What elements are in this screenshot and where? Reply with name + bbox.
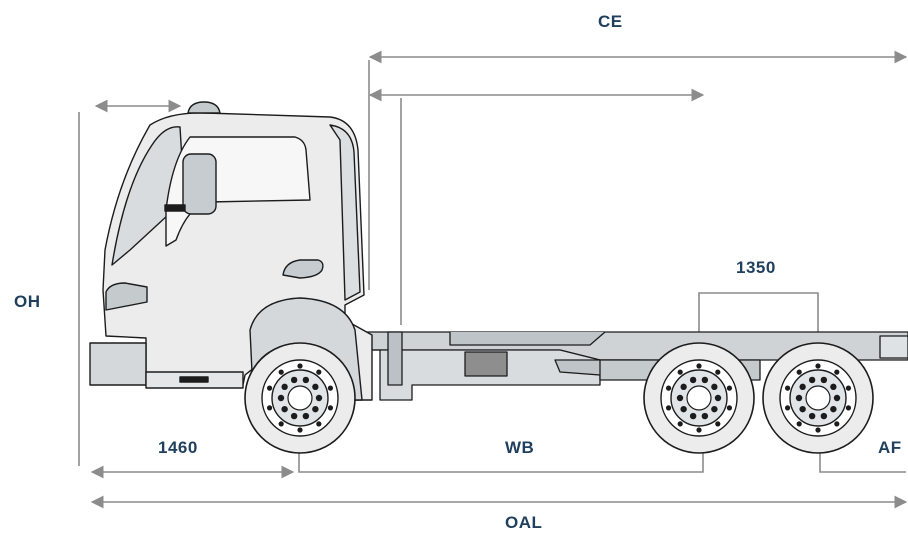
oh-label: OH xyxy=(14,292,41,311)
lug-nut xyxy=(808,376,816,384)
lug-nut xyxy=(711,405,718,413)
rim-bolt xyxy=(327,385,334,391)
front-wheel xyxy=(244,342,356,454)
lug-nut xyxy=(701,376,709,384)
lug-nut xyxy=(799,405,806,413)
rim-bolt xyxy=(715,421,721,427)
lug-nut xyxy=(680,405,687,413)
lug-nut xyxy=(302,376,310,384)
lug-nut xyxy=(312,383,319,391)
wb-dimension-bracket xyxy=(298,420,704,473)
rear-wheel-forward xyxy=(643,342,755,454)
lug-nut xyxy=(315,394,323,402)
rim-bolt xyxy=(815,363,821,369)
rim-bolt xyxy=(696,427,702,433)
rim-bolt xyxy=(784,405,791,411)
lug-nut xyxy=(676,394,684,402)
lug-nut xyxy=(830,405,837,413)
lug-nut xyxy=(281,383,288,391)
lug-nut xyxy=(711,383,718,391)
rim-bolt xyxy=(845,405,852,411)
lug-nut xyxy=(302,412,310,420)
windshield xyxy=(111,126,183,266)
rim-bolt xyxy=(696,363,702,369)
rim-bolt xyxy=(834,369,840,375)
lug-nut xyxy=(281,405,288,413)
wheel-lug-nuts xyxy=(784,363,852,433)
rim-bolt xyxy=(726,385,733,391)
headlight xyxy=(105,282,148,311)
frame-bracket xyxy=(387,331,403,386)
rear-frame-end xyxy=(879,335,908,359)
hub-cap xyxy=(287,385,313,411)
lug-nut xyxy=(290,376,298,384)
lug-nut xyxy=(820,412,828,420)
rim-bolt xyxy=(784,385,791,391)
wheel-lug-nuts xyxy=(266,363,334,433)
ce-label: CE xyxy=(598,12,623,31)
rim-bolt xyxy=(665,405,672,411)
lug-nut xyxy=(701,412,709,420)
rim-bolt xyxy=(297,427,303,433)
rim-bolt xyxy=(677,421,683,427)
mirror-arm xyxy=(164,204,186,212)
rim-bolt xyxy=(796,421,802,427)
side-mirror xyxy=(182,153,217,215)
lug-nut xyxy=(820,376,828,384)
rim-bolt xyxy=(815,427,821,433)
rim-bolt xyxy=(316,369,322,375)
rim-bolt xyxy=(726,405,733,411)
step-slot xyxy=(179,376,209,383)
lug-nut xyxy=(689,412,697,420)
rim-bolt xyxy=(266,405,273,411)
door-handle xyxy=(282,259,324,279)
lug-nut xyxy=(808,412,816,420)
front-overhang-label: 1460 xyxy=(158,438,198,457)
lug-nut xyxy=(799,383,806,391)
lug-nut xyxy=(312,405,319,413)
chassis-frame xyxy=(349,331,908,401)
rim-bolt xyxy=(327,405,334,411)
rim-bolt xyxy=(665,385,672,391)
axle-spacing-bracket xyxy=(698,292,819,360)
wheel-lug-nuts xyxy=(665,363,733,433)
rear-wheel-aft xyxy=(762,342,874,454)
lug-nut xyxy=(795,394,803,402)
roof-marker-lamp xyxy=(187,101,221,114)
rim-bolt xyxy=(796,369,802,375)
lug-nut xyxy=(277,394,285,402)
rim-bolt xyxy=(278,421,284,427)
lug-nut xyxy=(680,383,687,391)
rim-bolt xyxy=(278,369,284,375)
oal-label: OAL xyxy=(505,513,543,532)
af-label: AF xyxy=(878,438,902,457)
frame-rail-top-detail xyxy=(449,331,606,346)
wheel-spacing-label: 1350 xyxy=(736,258,776,277)
lug-nut xyxy=(714,394,722,402)
rim-bolt xyxy=(845,385,852,391)
rim-bolt xyxy=(316,421,322,427)
lug-nut xyxy=(689,376,697,384)
lug-nut xyxy=(290,412,298,420)
fuel-tank-block xyxy=(464,351,508,377)
lug-nut xyxy=(833,394,841,402)
cab-rear-wall xyxy=(329,124,361,301)
rim-bolt xyxy=(297,363,303,369)
lug-nut xyxy=(830,383,837,391)
rim-bolt xyxy=(266,385,273,391)
front-bumper xyxy=(89,342,147,386)
wb-label: WB xyxy=(505,438,535,457)
hub-cap xyxy=(686,385,712,411)
hub-cap xyxy=(805,385,831,411)
rim-bolt xyxy=(834,421,840,427)
rim-bolt xyxy=(677,369,683,375)
rim-bolt xyxy=(715,369,721,375)
